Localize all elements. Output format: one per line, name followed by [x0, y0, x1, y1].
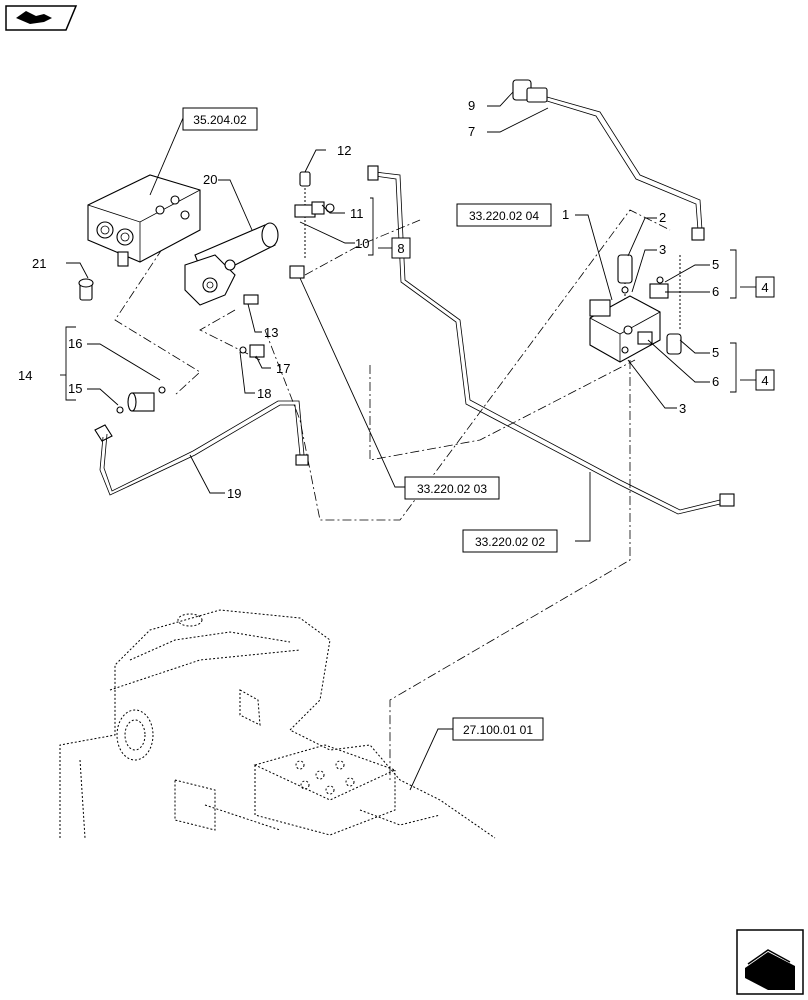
callout-10: 10 [355, 236, 369, 251]
fittings-10-11-12 [243, 171, 335, 305]
callout-16: 16 [68, 336, 82, 351]
callout-7: 7 [468, 124, 475, 139]
reference-label: 33.220.02 02 [475, 535, 545, 549]
callout-5-lower: 5 [712, 345, 719, 360]
callout-21: 21 [32, 256, 46, 271]
reference-label: 35.204.02 [193, 113, 247, 127]
callout-11: 11 [350, 206, 364, 221]
callout-box-8: 8 [391, 237, 411, 259]
callout-17: 17 [276, 361, 290, 376]
callout-numbers: 20 21 12 11 10 13 17 18 16 15 14 19 9 7 … [18, 98, 719, 501]
hydraulic-hose-long [367, 165, 735, 515]
bolt-21 [78, 278, 94, 301]
reference-box-33-220-02-03[interactable]: 33.220.02 03 [404, 476, 500, 500]
callout-20: 20 [203, 172, 217, 187]
callout-2: 2 [659, 210, 666, 225]
pipe-19-assembly [94, 386, 309, 496]
svg-text:4: 4 [761, 280, 768, 295]
control-valve-block [87, 174, 201, 267]
callout-box-4-lower: 4 [755, 369, 775, 391]
callout-12: 12 [337, 143, 351, 158]
callout-3-lower: 3 [679, 401, 686, 416]
callout-6-upper: 6 [712, 284, 719, 299]
reference-label: 27.100.01 01 [463, 723, 533, 737]
callout-19: 19 [227, 486, 241, 501]
svg-text:4: 4 [761, 373, 768, 388]
next-page-arrow-icon[interactable] [736, 929, 804, 995]
callout-14: 14 [18, 368, 32, 383]
tractor-frame [59, 609, 496, 839]
leader-lines [60, 91, 756, 791]
reference-box-27-100-01-01[interactable]: 27.100.01 01 [452, 717, 544, 741]
fitting-17 [239, 344, 265, 358]
reference-label: 33.220.02 04 [469, 209, 539, 223]
callout-1: 1 [562, 207, 569, 222]
callout-9: 9 [468, 98, 475, 113]
callout-6-lower: 6 [712, 374, 719, 389]
reference-box-33-220-02-02[interactable]: 33.220.02 02 [462, 529, 558, 553]
reference-box-33-220-02-04[interactable]: 33.220.02 04 [456, 203, 552, 227]
hose-7-coupler-9 [512, 79, 705, 241]
reference-label: 33.220.02 03 [417, 482, 487, 496]
callout-18: 18 [257, 386, 271, 401]
navigation-hand-icon[interactable] [5, 5, 78, 31]
callout-box-4-upper: 4 [755, 276, 775, 298]
spool-valve-body [184, 222, 279, 306]
callout-5-upper: 5 [712, 257, 719, 272]
svg-text:8: 8 [397, 241, 404, 256]
callout-13: 13 [264, 325, 278, 340]
callout-3-upper: 3 [659, 242, 666, 257]
reference-box-35-204-02[interactable]: 35.204.02 [182, 107, 258, 131]
callout-15: 15 [68, 381, 82, 396]
manifold-block-1 [589, 254, 682, 363]
